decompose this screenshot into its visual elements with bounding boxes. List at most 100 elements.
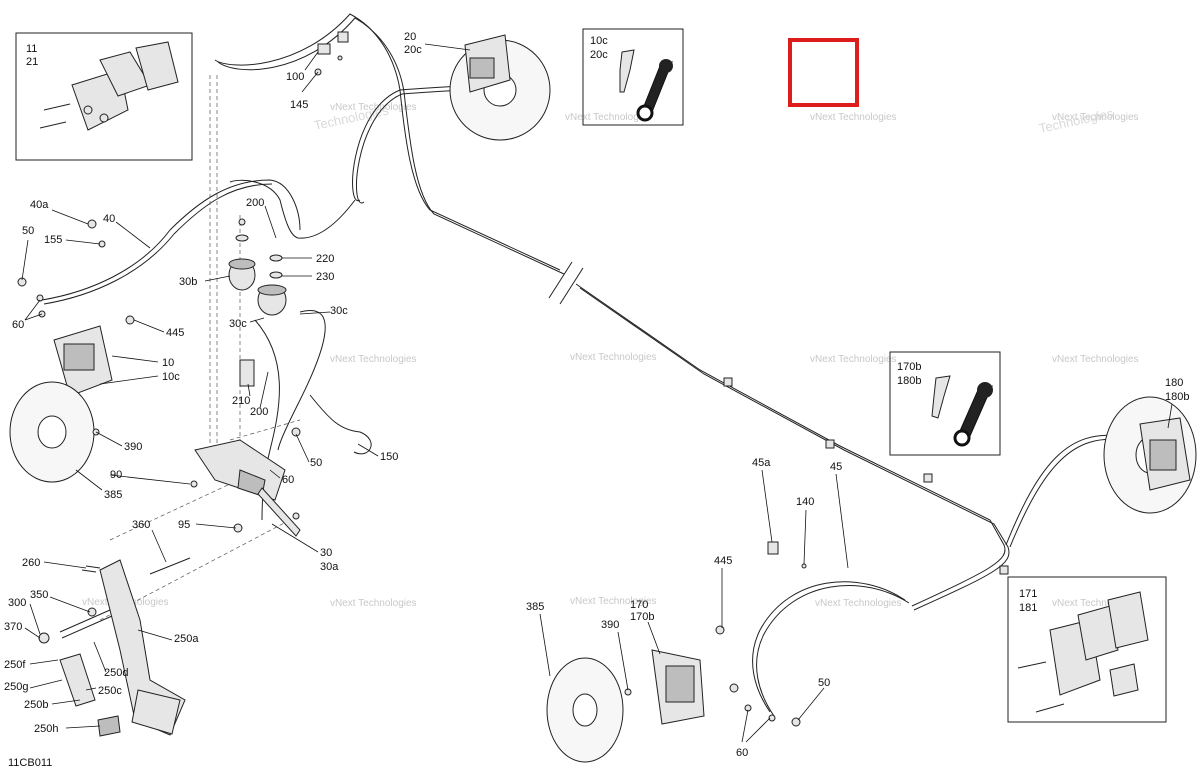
callout-label: 10c [590, 35, 608, 47]
callout-label: 50 [818, 677, 830, 689]
brake-pad [1077, 605, 1119, 661]
watermark: vNext Technologies [1052, 354, 1139, 365]
callout-label: 30 [320, 547, 332, 559]
front-left-brake [9, 219, 135, 483]
callout-label: 60 [736, 747, 748, 759]
brake-pedal-assembly [38, 557, 191, 737]
watermark: vNext Technologies [570, 596, 657, 607]
callout-label: 170b [630, 611, 654, 623]
callout-label: 350 [30, 589, 48, 601]
pedal-pad [131, 689, 181, 735]
brake-line-main [214, 13, 561, 271]
callout-label: 170 [630, 599, 648, 611]
bleeder-screw [619, 49, 635, 93]
callout-label: 210 [232, 395, 250, 407]
brake-lines [41, 13, 1123, 717]
rear-right-brake [1103, 396, 1197, 514]
callout-label: 171 [1019, 588, 1037, 600]
watermark: vNext Technologies [1052, 598, 1139, 609]
callout-label: 11 [26, 43, 37, 55]
callout-label: 181 [1019, 602, 1037, 614]
callout-label: 45a [752, 457, 771, 469]
brake-pad [1107, 591, 1149, 649]
callout-label: 260 [22, 557, 40, 569]
inset-rear-pads: 171 181 [1007, 576, 1167, 723]
callout-label: 370 [4, 621, 22, 633]
callout-label: 30c [229, 318, 247, 330]
watermark: vNext Technologies [815, 598, 902, 609]
bleeder-screw [931, 375, 951, 419]
callout-label: 445 [166, 327, 184, 339]
front-right-brake [449, 34, 551, 141]
callout-label: 180b [1165, 391, 1189, 403]
callout-label: 300 [8, 597, 26, 609]
callout-label: 140 [796, 496, 814, 508]
watermark: vNext Technologies [565, 112, 652, 123]
watermark-large: Technologies [1038, 105, 1116, 136]
watermark: vNext Technologies [330, 598, 417, 609]
callout-label: 20c [590, 49, 608, 61]
callout-label: 50 [310, 457, 322, 469]
callout-label: 30a [320, 561, 339, 573]
callout-labels: 20 20c 100 145 40a 40 50 155 60 200 220 … [4, 31, 1189, 759]
inset-front-bleeder: 10c 20c [582, 28, 684, 126]
callout-label: 250f [4, 659, 26, 671]
callout-label: 250b [24, 699, 48, 711]
callout-label: 50 [22, 225, 34, 237]
callout-label: 250c [98, 685, 122, 697]
callout-label: 95 [178, 519, 190, 531]
watermark: vNext Technologies [330, 354, 417, 365]
pressure-switch [239, 359, 255, 387]
brake-pad [135, 41, 179, 91]
callout-label: 180 [1165, 377, 1183, 389]
callout-label: 200 [250, 406, 268, 418]
leader-lines [21, 43, 1173, 743]
callout-label: 10 [162, 357, 174, 369]
callout-label: 20 [404, 31, 416, 43]
assembly-guides [99, 75, 301, 621]
callout-label: 385 [104, 489, 122, 501]
callout-label: 40a [30, 199, 49, 211]
watermark-layer: vNext Technologies Technologies vNext Te… [82, 102, 1139, 609]
watermark: vNext Technologies [1052, 112, 1139, 123]
diagram-id: 11CB011 [8, 757, 52, 769]
callout-label: 250h [34, 723, 58, 735]
callout-label: 220 [316, 253, 334, 265]
callout-label: 100 [286, 71, 304, 83]
callout-label: 445 [714, 555, 732, 567]
watermark: vNext Technologies [330, 102, 417, 113]
rear-lower-brake [546, 541, 807, 763]
brake-pedal [99, 559, 186, 736]
watermark: vNext Technologies [810, 112, 897, 123]
callout-label: 250d [104, 667, 128, 679]
callout-label: 385 [526, 601, 544, 613]
callout-label: 390 [124, 441, 142, 453]
callout-label: 145 [290, 99, 308, 111]
callout-label: 90 [110, 469, 122, 481]
callout-label: 40 [103, 213, 115, 225]
callout-label: 360 [132, 519, 150, 531]
callout-label: 250g [4, 681, 28, 693]
watermark: vNext Technologies [810, 354, 897, 365]
callout-label: 230 [316, 271, 334, 283]
callout-label: 390 [601, 619, 619, 631]
highlight-box [788, 38, 859, 107]
callout-label: 21 [26, 56, 38, 68]
callout-label: 150 [380, 451, 398, 463]
callout-label: 20c [404, 44, 422, 56]
callout-label: 180b [897, 375, 921, 387]
callout-label: 30b [179, 276, 197, 288]
callout-label: 60 [12, 319, 24, 331]
pedal-stop [97, 715, 121, 737]
callout-label: 10c [162, 371, 180, 383]
inset-front-pads: 11 21 [15, 32, 193, 161]
watermark: vNext Technologies [570, 352, 657, 363]
master-cylinder-area [190, 218, 301, 537]
callout-label: 60 [282, 474, 294, 486]
callout-label: 45 [830, 461, 842, 473]
callout-label: 155 [44, 234, 62, 246]
callout-label: 250a [174, 633, 199, 645]
callout-label: 170b [897, 361, 921, 373]
callout-label: 200 [246, 197, 264, 209]
